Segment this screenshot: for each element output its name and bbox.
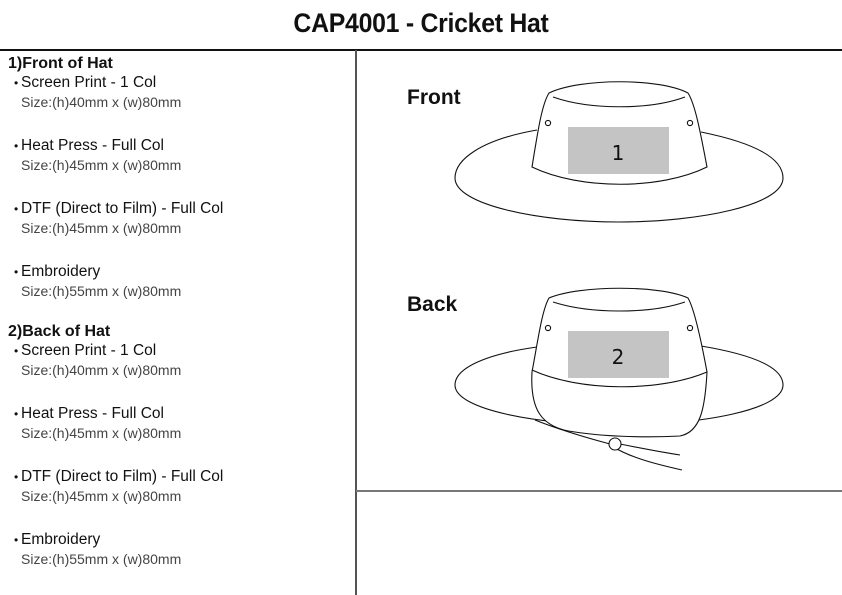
bullet-icon: • bbox=[14, 76, 19, 90]
back-print-area bbox=[568, 331, 669, 378]
decoration-options: 1)Front of Hat •Screen Print - 1 Col Siz… bbox=[8, 54, 348, 569]
option-name: Heat Press - Full Col bbox=[21, 137, 164, 154]
option-name: Screen Print - 1 Col bbox=[21, 74, 157, 91]
bullet-icon: • bbox=[14, 139, 19, 153]
back-view-label: Back bbox=[407, 293, 458, 316]
option-size: Size:(h)45mm x (w)80mm bbox=[21, 157, 182, 173]
bullet-icon: • bbox=[14, 470, 19, 484]
option-name: Embroidery bbox=[21, 263, 101, 280]
option-size: Size:(h)55mm x (w)80mm bbox=[21, 551, 182, 567]
bullet-icon: • bbox=[14, 533, 19, 547]
option-size: Size:(h)45mm x (w)80mm bbox=[21, 220, 182, 236]
bullet-icon: • bbox=[14, 202, 19, 216]
option-name: Heat Press - Full Col bbox=[21, 405, 164, 422]
bullet-icon: • bbox=[14, 265, 19, 279]
option-item: •Embroidery Size:(h)55mm x (w)80mm bbox=[14, 262, 348, 301]
section-heading: 2)Back of Hat bbox=[8, 323, 111, 340]
hat-diagrams: 1 2 bbox=[454, 81, 784, 471]
option-size: Size:(h)45mm x (w)80mm bbox=[21, 488, 182, 504]
option-item: •Heat Press - Full Col Size:(h)45mm x (w… bbox=[14, 404, 348, 443]
option-size: Size:(h)55mm x (w)80mm bbox=[21, 283, 182, 299]
back-area-number: 2 bbox=[612, 345, 625, 369]
front-print-area bbox=[568, 127, 669, 174]
option-item: •Heat Press - Full Col Size:(h)45mm x (w… bbox=[14, 136, 348, 175]
page-title: CAP4001 - Cricket Hat bbox=[293, 8, 549, 38]
option-name: DTF (Direct to Film) - Full Col bbox=[21, 468, 224, 485]
option-item: •Embroidery Size:(h)55mm x (w)80mm bbox=[14, 530, 348, 569]
option-item: •DTF (Direct to Film) - Full Col Size:(h… bbox=[14, 199, 348, 238]
front-view-label: Front bbox=[407, 86, 461, 109]
front-area-number: 1 bbox=[612, 141, 625, 165]
option-name: Embroidery bbox=[21, 531, 101, 548]
option-name: DTF (Direct to Film) - Full Col bbox=[21, 200, 224, 217]
option-item: •DTF (Direct to Film) - Full Col Size:(h… bbox=[14, 467, 348, 506]
option-size: Size:(h)45mm x (w)80mm bbox=[21, 425, 182, 441]
option-item: •Screen Print - 1 Col Size:(h)40mm x (w)… bbox=[14, 341, 348, 380]
back-hat-illustration bbox=[454, 287, 784, 471]
option-item: •Screen Print - 1 Col Size:(h)40mm x (w)… bbox=[14, 73, 348, 112]
option-size: Size:(h)40mm x (w)80mm bbox=[21, 94, 182, 110]
section-back: 2)Back of Hat •Screen Print - 1 Col Size… bbox=[8, 322, 348, 569]
option-size: Size:(h)40mm x (w)80mm bbox=[21, 362, 182, 378]
header-divider bbox=[0, 49, 842, 51]
right-panel-divider bbox=[356, 490, 842, 492]
bullet-icon: • bbox=[14, 407, 19, 421]
section-heading: 1)Front of Hat bbox=[8, 55, 113, 72]
column-divider bbox=[355, 50, 357, 595]
section-front: 1)Front of Hat •Screen Print - 1 Col Siz… bbox=[8, 54, 348, 301]
bullet-icon: • bbox=[14, 344, 19, 358]
option-name: Screen Print - 1 Col bbox=[21, 342, 157, 359]
